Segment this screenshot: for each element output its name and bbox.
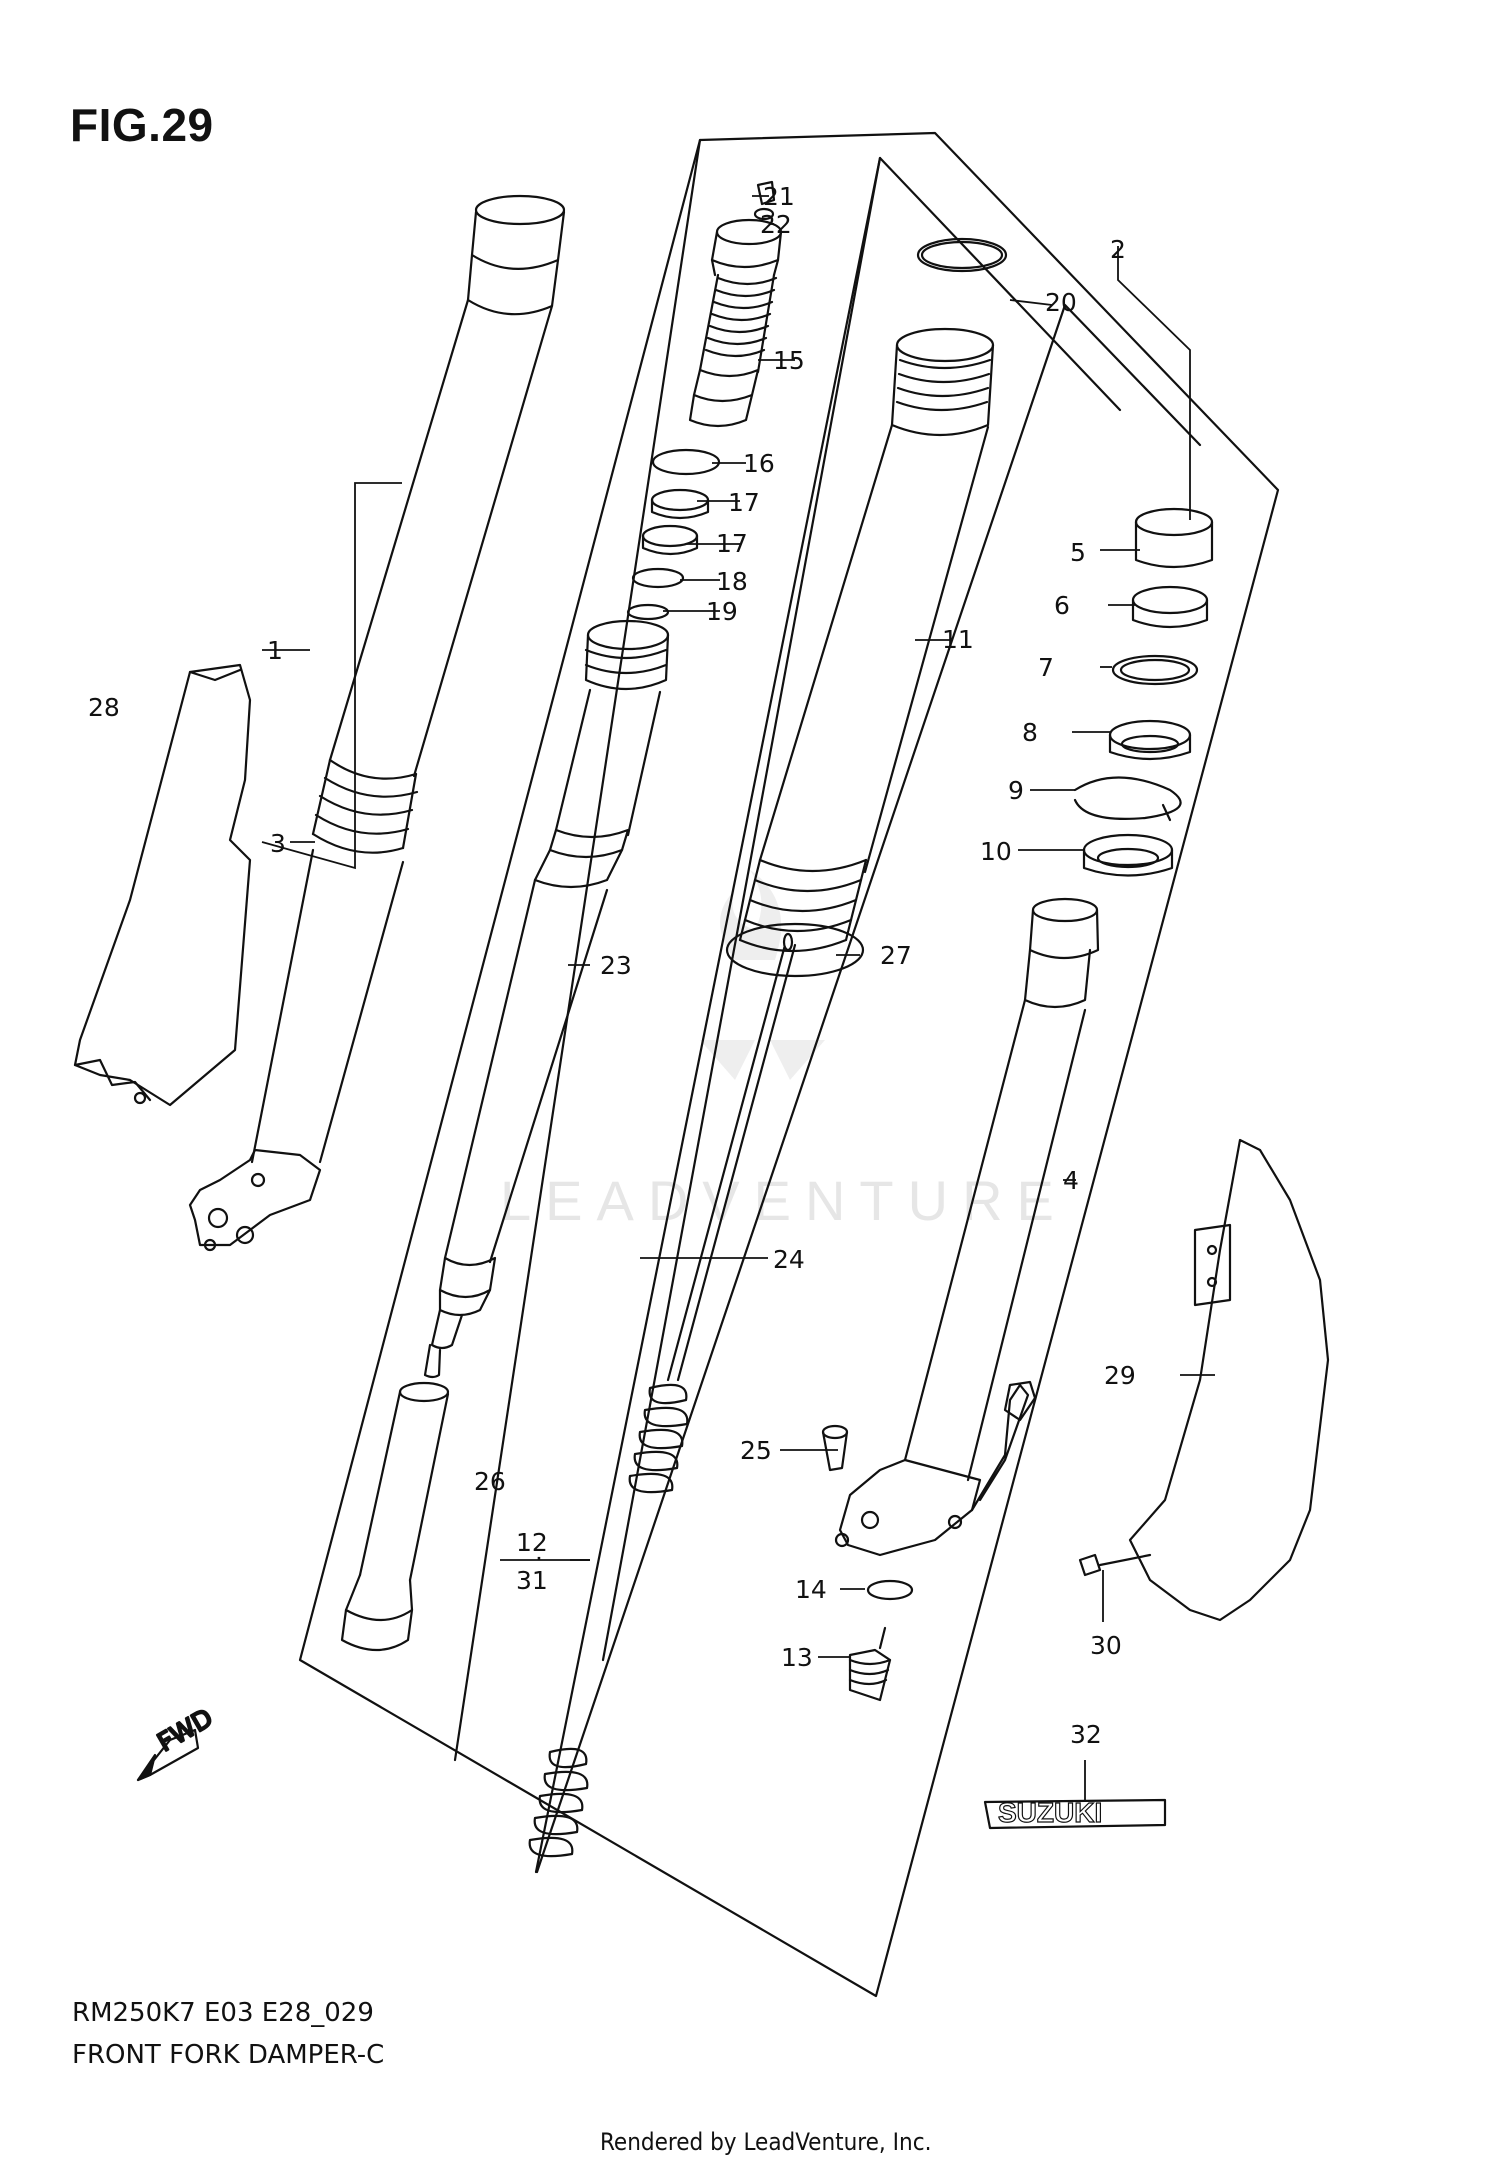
bolt-30 [1078, 1553, 1152, 1577]
callout-17b: 17 [716, 529, 748, 558]
watermark-text: LEADVENTURE [500, 1169, 1068, 1232]
damper-rod [666, 943, 797, 1382]
callout-27: 27 [880, 941, 912, 970]
fork-guard-left [73, 663, 252, 1107]
callout-1: 1 [267, 636, 283, 665]
callout-10: 10 [980, 837, 1012, 866]
base-valve-13 [848, 1626, 892, 1702]
outer-tube-left [188, 194, 566, 1252]
assembly-outline-outer [298, 131, 1280, 1998]
callout-14: 14 [795, 1575, 827, 1604]
suzuki-emblem [983, 1798, 1167, 1830]
callout-8: 8 [1022, 718, 1038, 747]
callout-13: 13 [781, 1643, 813, 1672]
callout-23: 23 [600, 951, 632, 980]
callout-21: 21 [763, 182, 795, 211]
callout-32: 32 [1070, 1720, 1102, 1749]
callout-24: 24 [773, 1245, 805, 1274]
callout-17a: 17 [728, 488, 760, 517]
callout-9: 9 [1008, 776, 1024, 805]
fwd-arrow [136, 1728, 200, 1782]
callout-30: 30 [1090, 1631, 1122, 1660]
callout-11: 11 [942, 625, 974, 654]
callout-19: 19 [706, 597, 738, 626]
callout-7: 7 [1038, 653, 1054, 682]
inner-tube [725, 327, 995, 978]
callout-5: 5 [1070, 538, 1086, 567]
rendered-by-credit: Rendered by LeadVenture, Inc. [600, 2128, 932, 2156]
callout-31: 31 [516, 1566, 548, 1595]
fork-guard-right [1128, 1138, 1330, 1622]
callout-dot: · [535, 1544, 543, 1573]
bolt-25 [821, 1424, 849, 1472]
figure-title: FIG.29 [70, 99, 214, 151]
o-ring-14 [866, 1579, 914, 1601]
damper-cartridge [340, 180, 783, 1651]
figure-code: RM250K7 E03 E28_029 [72, 1998, 374, 2028]
assembly-outline-inner [534, 156, 1202, 1874]
callout-26: 26 [474, 1467, 506, 1496]
callout-2: 2 [1110, 235, 1126, 264]
leader-lines [261, 195, 1215, 1800]
fork-spring [528, 1383, 689, 1858]
callout-18: 18 [716, 567, 748, 596]
callout-29: 29 [1104, 1361, 1136, 1390]
callout-28: 28 [88, 693, 120, 722]
callout-16: 16 [743, 449, 775, 478]
callout-6: 6 [1054, 591, 1070, 620]
figure-name: FRONT FORK DAMPER-C [72, 2040, 385, 2070]
callout-12: 12 [516, 1528, 548, 1557]
callout-22: 22 [760, 210, 792, 239]
callout-3: 3 [270, 829, 286, 858]
callout-4: 4 [1063, 1166, 1079, 1195]
outer-tube-right [834, 897, 1100, 1557]
callout-20: 20 [1045, 288, 1077, 317]
callout-25: 25 [740, 1436, 772, 1465]
callout-15: 15 [773, 346, 805, 375]
seal-stack [916, 237, 1214, 877]
callout-labels: 1 2 3 4 5 6 7 8 9 10 11 12 13 14 15 16 1… [88, 182, 1136, 1749]
suzuki-emblem-text: SUZUKI [998, 1797, 1102, 1828]
